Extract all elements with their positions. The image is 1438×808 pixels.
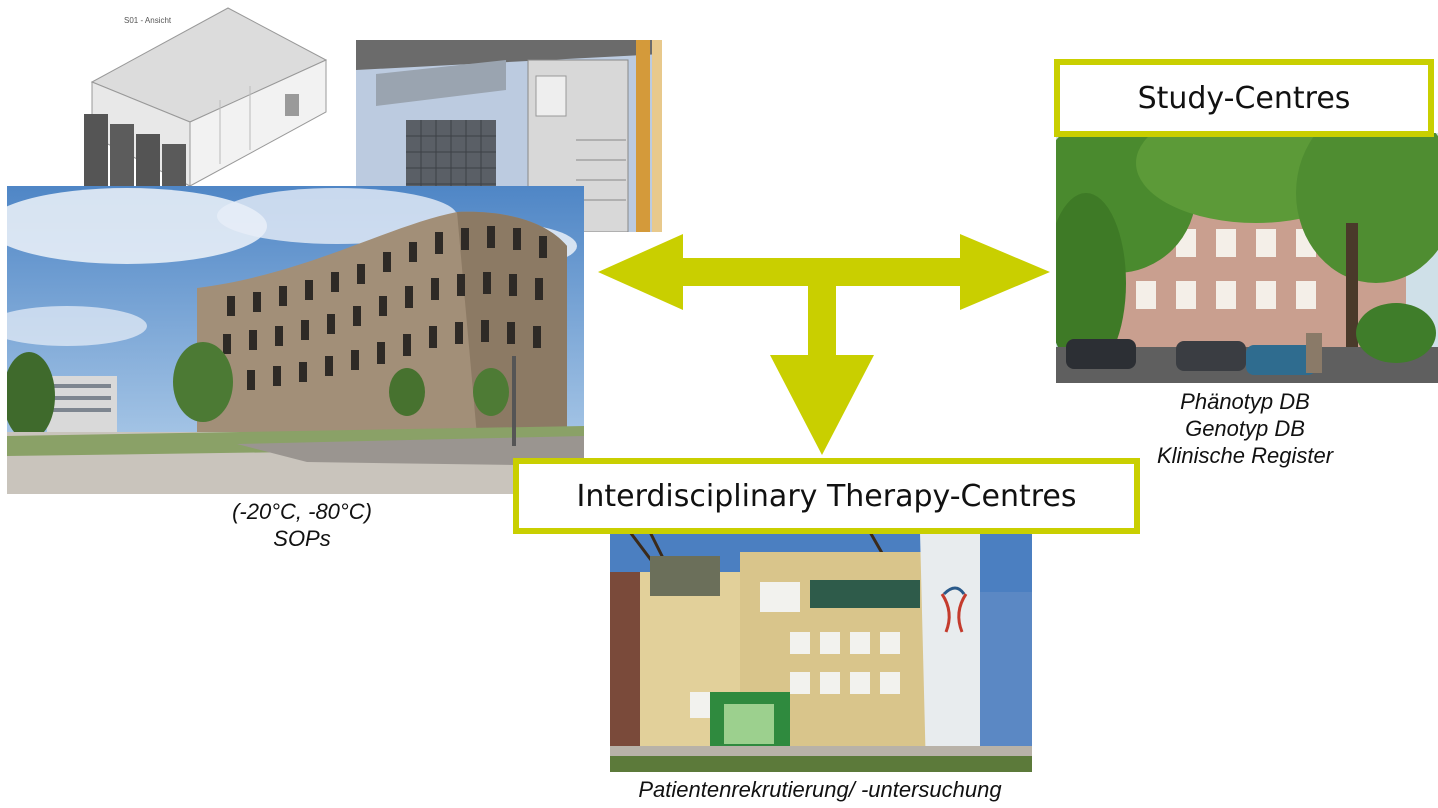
study-centres-caption-line: Genotyp DB [1185,416,1305,441]
biobank-caption-line: SOPs [273,526,331,551]
curved-building-photo-icon [7,186,584,494]
study-centres-caption: Phänotyp DB Genotyp DB Klinische Registe… [1140,388,1350,469]
study-centre-image [1056,133,1438,383]
biobank-caption: (-20°C, -80°C) SOPs [232,498,372,552]
freezer-render-inset-text: S01 - Ansicht [124,16,172,25]
therapy-centres-title: Interdisciplinary Therapy-Centres [576,478,1077,514]
freezer-exterior-image: S01 - Ansicht [80,4,328,190]
biobank-caption-line: (-20°C, -80°C) [232,499,372,524]
therapy-centres-caption-line: Patientenrekrutierung/ -untersuchung [638,777,1002,802]
study-centres-title: Study-Centres [1137,80,1351,116]
historic-building-photo-icon [1056,133,1438,383]
study-centres-caption-line: Phänotyp DB [1180,389,1310,414]
freezer-unit-render-icon [80,4,328,190]
clinic-building-photo-icon [610,532,1032,772]
down-arrow-icon [770,272,874,455]
study-centres-title-box: Study-Centres [1054,59,1434,137]
biobank-building-image [7,186,584,494]
therapy-centres-caption: Patientenrekrutierung/ -untersuchung [590,776,1050,803]
study-centres-caption-line: Klinische Register [1156,443,1334,468]
therapy-centres-title-box: Interdisciplinary Therapy-Centres [513,458,1140,534]
therapy-centre-image [610,532,1032,772]
